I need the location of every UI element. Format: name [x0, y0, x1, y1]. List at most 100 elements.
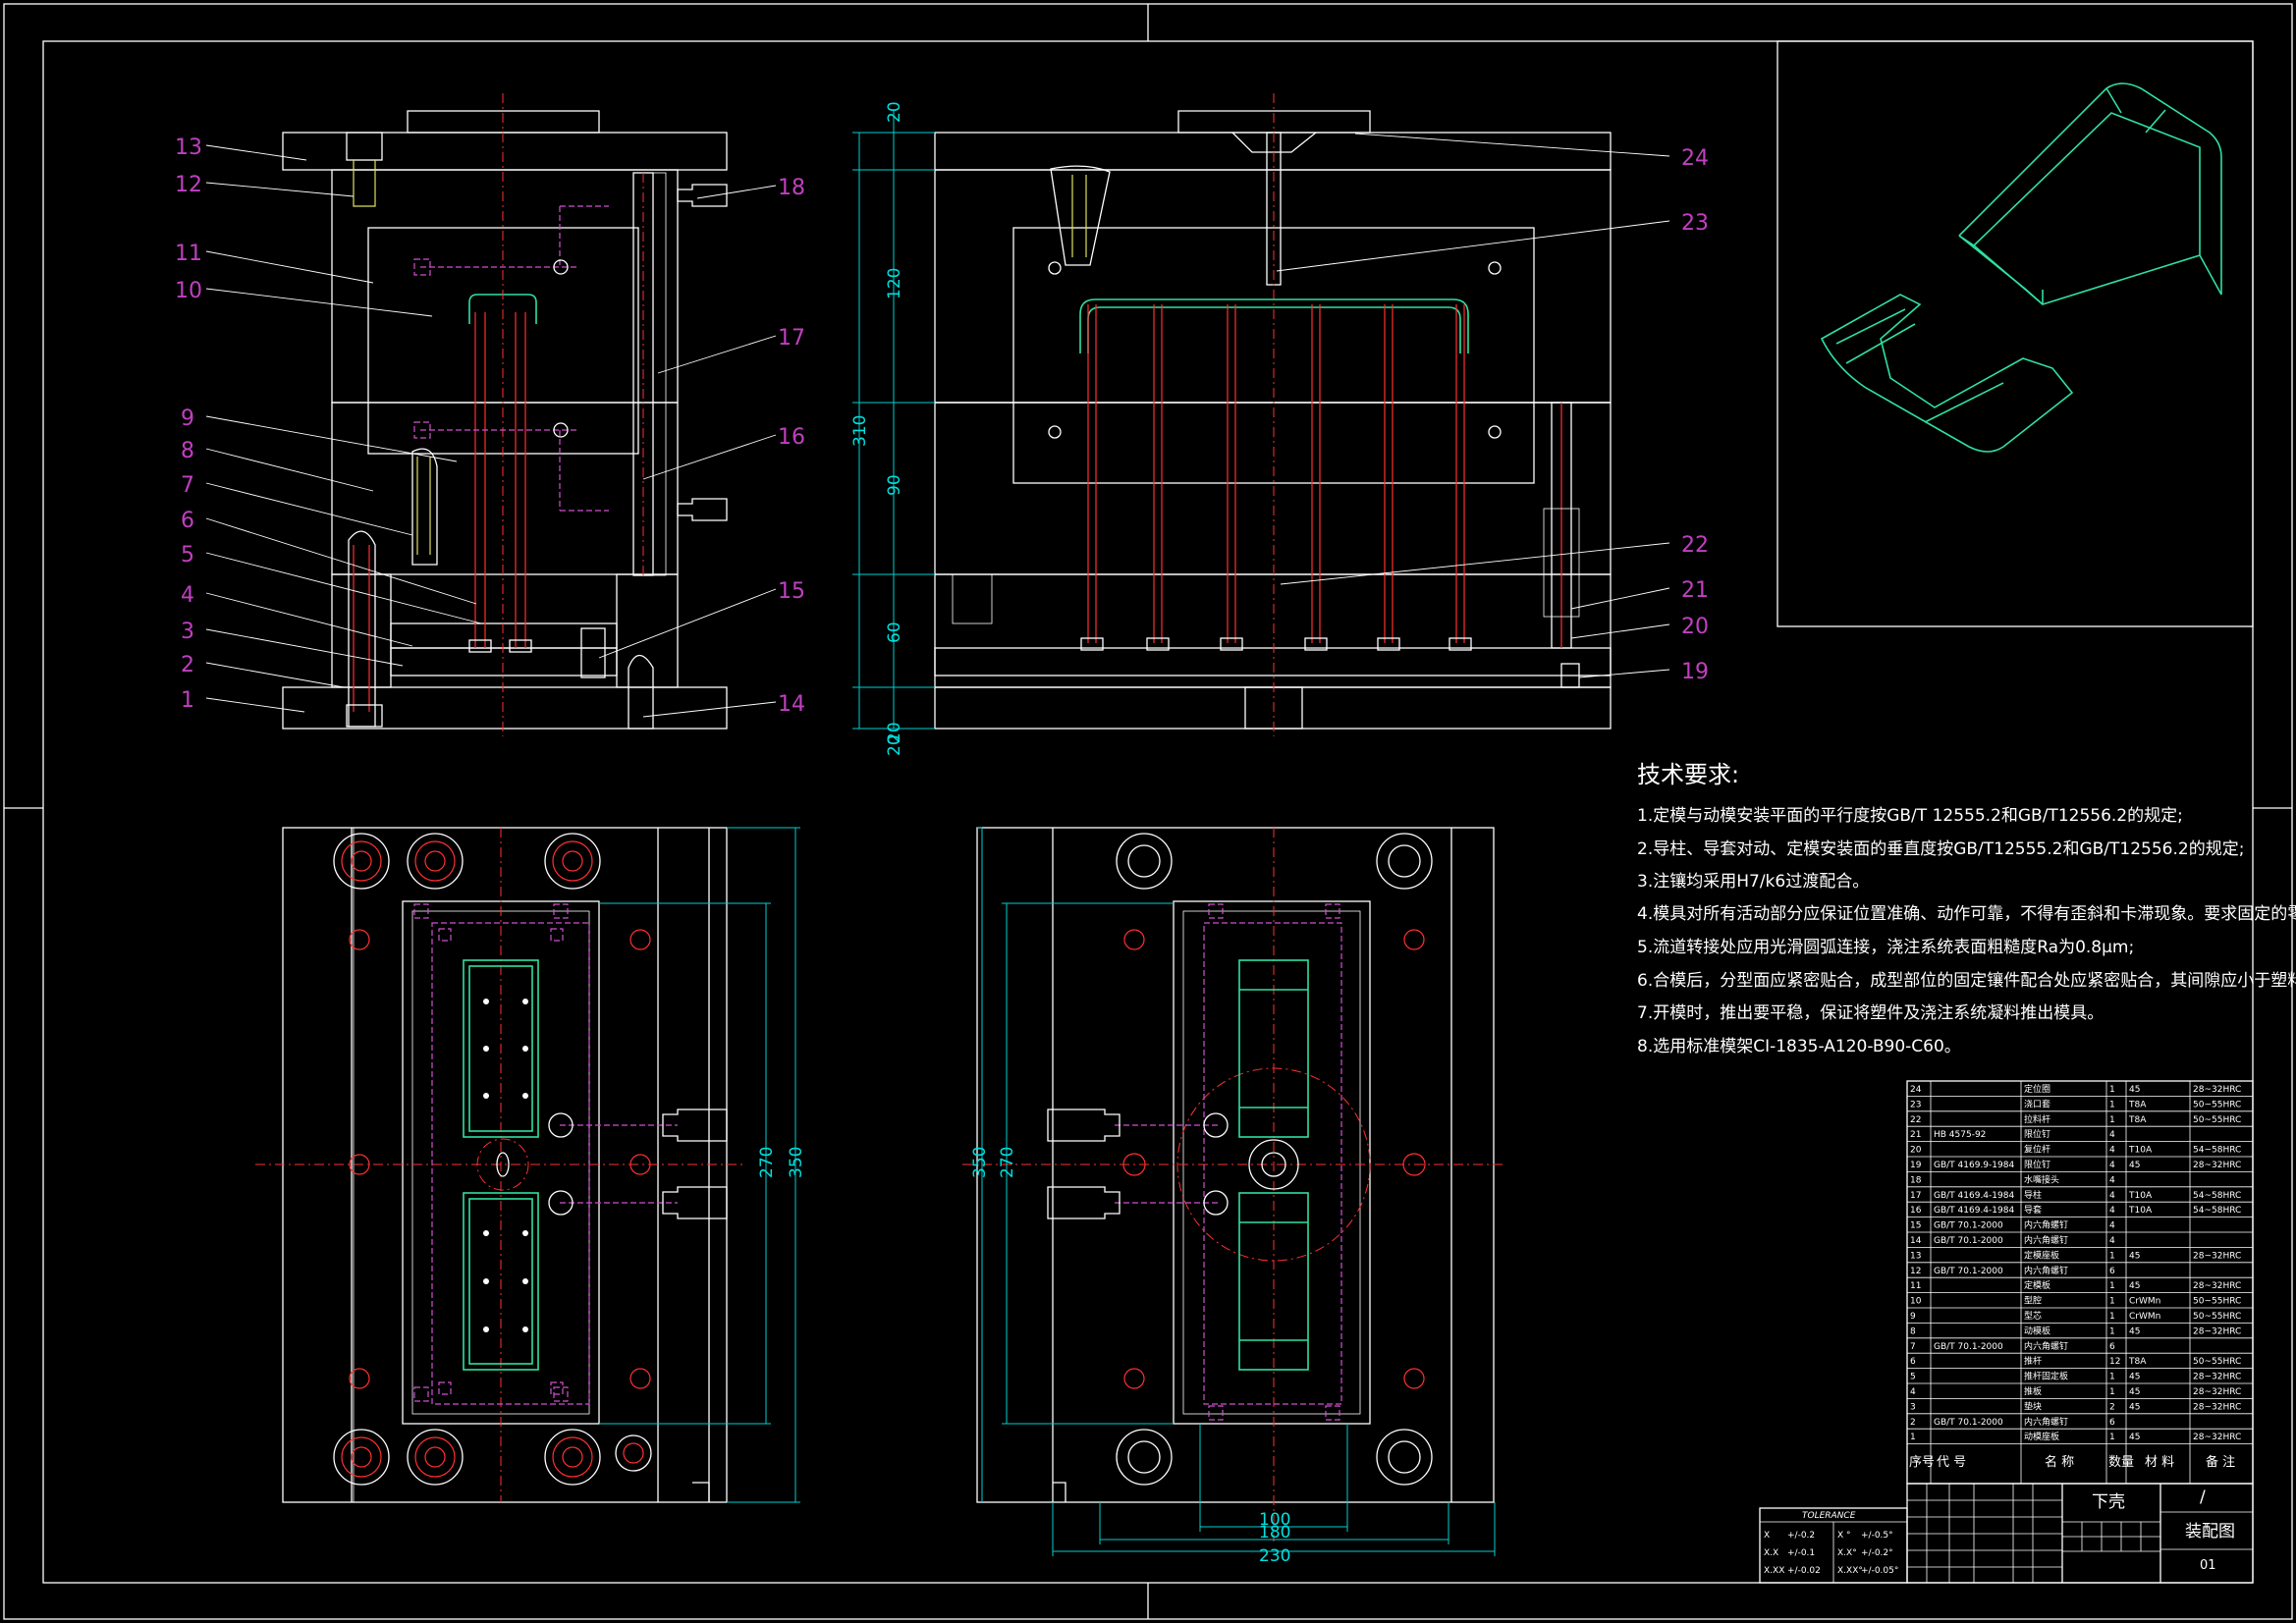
bom-cell-qty: 4 [2109, 1221, 2115, 1231]
bom-cell-name: 水嘴接头 [2024, 1173, 2059, 1185]
tol-r3-c3: X.XX° [1837, 1566, 1863, 1576]
bom-cell-mat: 45 [2129, 1326, 2140, 1336]
bom-cell-no: 3 [1910, 1402, 1916, 1412]
bom-cell-no: 21 [1910, 1130, 1921, 1140]
bom-cell-note: 50~55HRC [2193, 1357, 2241, 1367]
label-24: 24 [1681, 146, 1709, 171]
bom-cell-std: GB/T 70.1-2000 [1934, 1342, 2003, 1352]
bom-cell-name: 型腔 [2024, 1295, 2042, 1307]
bom-header-mat: 材 料 [2145, 1455, 2174, 1470]
vertical-dimensions [852, 111, 935, 730]
tol-r2-c4: +/-0.2° [1861, 1548, 1893, 1558]
label-9: 9 [181, 406, 194, 431]
label-7: 7 [181, 473, 194, 498]
tech-item-5: 5.流道转接处应用光滑圆弧连接，浇注系统表面粗糙度Ra为0.8μm; [1637, 938, 2134, 957]
bom-cell-name: 动模板 [2024, 1325, 2050, 1336]
bom-cell-note: 28~32HRC [2193, 1281, 2241, 1291]
bom-cell-note: 28~32HRC [2193, 1326, 2241, 1336]
label-11: 11 [175, 242, 202, 266]
dim-20-b: 20 [885, 734, 904, 756]
bom-cell-note: 50~55HRC [2193, 1312, 2241, 1322]
tech-item-8: 8.选用标准模架CI-1835-A120-B90-C60。 [1637, 1037, 1961, 1056]
bom-cell-mat: T10A [2128, 1146, 2153, 1156]
bom-header-qty: 数量 [2108, 1455, 2134, 1470]
bom-cell-no: 18 [1910, 1175, 1922, 1185]
bom-cell-name: 导套 [2024, 1204, 2042, 1216]
bom-cell-std: GB/T 70.1-2000 [1934, 1418, 2003, 1428]
part-name: 下壳 [2092, 1492, 2125, 1512]
bom-cell-qty: 1 [2109, 1433, 2115, 1442]
bom-cell-std: GB/T 70.1-2000 [1934, 1221, 2003, 1231]
tol-r2-c3: X.X° [1837, 1548, 1857, 1558]
bom-cell-no: 19 [1910, 1161, 1922, 1170]
label-22: 22 [1681, 533, 1709, 558]
dim-20-a: 20 [885, 722, 904, 743]
bom-cell-mat: 45 [2129, 1161, 2140, 1170]
title-slash: / [2200, 1488, 2206, 1507]
bom-cell-mat: 45 [2129, 1281, 2140, 1291]
bom-cell-qty: 4 [2109, 1175, 2115, 1185]
dim-100: 100 [1259, 1510, 1290, 1530]
bom-header-note: 备 注 [2206, 1454, 2235, 1470]
label-1: 1 [181, 688, 194, 713]
label-21: 21 [1681, 578, 1709, 603]
bom-cell-no: 15 [1910, 1221, 1921, 1231]
bom-cell-qty: 4 [2109, 1191, 2115, 1201]
drawing-name: 装配图 [2185, 1522, 2235, 1542]
bom-cell-no: 17 [1910, 1191, 1921, 1201]
tech-item-4: 4.模具对所有活动部分应保证位置准确、动作可靠，不得有歪斜和卡滞现象。要求固定的… [1637, 904, 2296, 924]
bom-cell-no: 8 [1910, 1326, 1916, 1336]
label-16: 16 [778, 425, 805, 450]
bom-cell-note: 50~55HRC [2193, 1297, 2241, 1307]
bom-cell-qty: 6 [2109, 1418, 2115, 1428]
label-6: 6 [181, 509, 194, 533]
front-section-view [282, 93, 728, 736]
bom-cell-mat: T10A [2128, 1206, 2153, 1216]
label-2: 2 [181, 653, 194, 677]
centering-marks [4, 4, 2292, 1619]
plan-right-dims [977, 827, 1496, 1556]
bom-cell-std: GB/T 4169.4-1984 [1934, 1206, 2014, 1216]
bom-cell-qty: 2 [2109, 1402, 2115, 1412]
dim-270-left-plan: 270 [757, 1147, 777, 1178]
bom-header-no: 序号 [1909, 1455, 1935, 1470]
bom-cell-name: 限位钉 [2024, 1159, 2050, 1170]
bom-cell-note: 28~32HRC [2193, 1251, 2241, 1261]
dim-90: 90 [885, 474, 904, 496]
bom-cell-name: 推杆 [2024, 1355, 2042, 1367]
label-19: 19 [1681, 660, 1709, 684]
bom-cell-note: 54~58HRC [2193, 1146, 2241, 1156]
bom-cell-no: 24 [1910, 1085, 1922, 1095]
tol-r2-c1: X.X [1764, 1548, 1778, 1558]
label-17: 17 [778, 326, 805, 351]
bom-cell-name: 推板 [2024, 1385, 2042, 1397]
label-5: 5 [181, 543, 194, 568]
dim-20-top: 20 [885, 101, 904, 123]
bom-cell-mat: 45 [2129, 1373, 2140, 1382]
bom-cell-qty: 4 [2109, 1161, 2115, 1170]
bom-cell-qty: 1 [2109, 1115, 2115, 1125]
bom-cell-qty: 4 [2109, 1146, 2115, 1156]
bom-cell-note: 28~32HRC [2193, 1433, 2241, 1442]
bom-cell-mat: T8A [2128, 1115, 2147, 1125]
bom-cell-mat: 45 [2129, 1402, 2140, 1412]
bom-cell-name: 内六角螺钉 [2024, 1416, 2068, 1428]
plan-view-fixed [962, 827, 1503, 1542]
bom-cell-name: 导柱 [2024, 1189, 2042, 1201]
bom-header-name: 名 称 [2045, 1454, 2074, 1470]
tech-item-7: 7.开模时，推出要平稳，保证将塑件及浇注系统凝料推出模具。 [1637, 1003, 2104, 1023]
bom-cell-name: 推杆固定板 [2024, 1371, 2068, 1382]
bom-cell-note: 28~32HRC [2193, 1373, 2241, 1382]
bom-cell-std: GB/T 4169.4-1984 [1934, 1191, 2014, 1201]
bom-cell-qty: 1 [2109, 1297, 2115, 1307]
label-10: 10 [175, 279, 202, 303]
dim-180: 180 [1259, 1523, 1290, 1542]
bom-cell-note: 28~32HRC [2193, 1387, 2241, 1397]
bom-cell-qty: 1 [2109, 1100, 2115, 1109]
bom-cell-mat: T8A [2128, 1357, 2147, 1367]
bom-cell-mat: 45 [2129, 1251, 2140, 1261]
bom-cell-mat: T8A [2128, 1100, 2147, 1109]
bom-cell-qty: 1 [2109, 1251, 2115, 1261]
bom-cell-name: 定模座板 [2024, 1249, 2059, 1261]
bom-cell-note: 50~55HRC [2193, 1115, 2241, 1125]
